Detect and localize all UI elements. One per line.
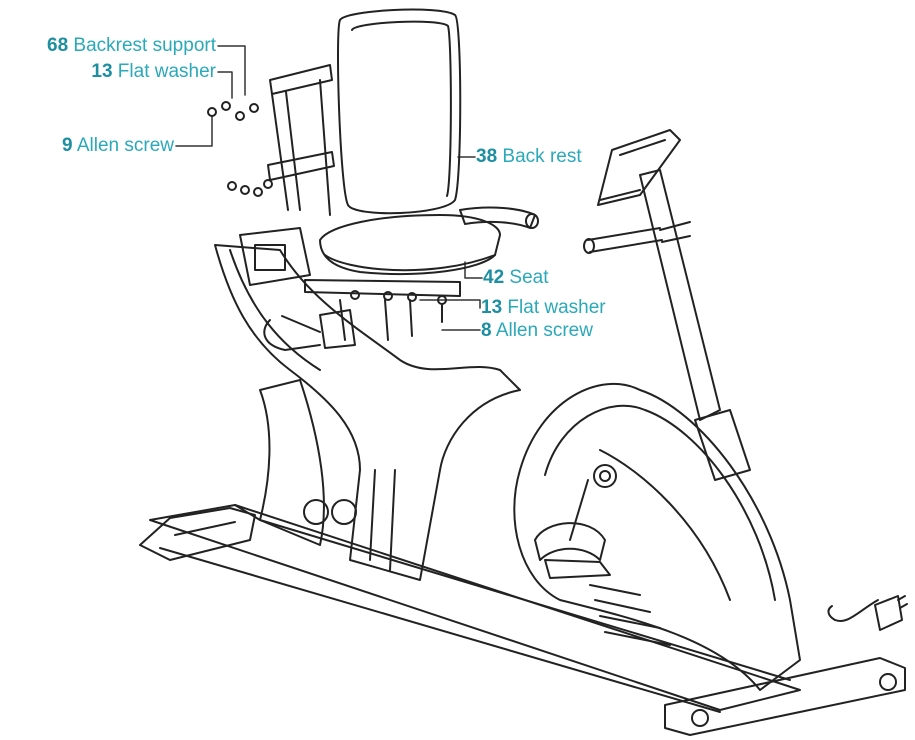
- flywheel-housing: [513, 382, 801, 691]
- front-mast: [583, 129, 751, 481]
- callout-number: 68: [47, 35, 69, 56]
- callout-allen-screw-top: 9 Allen screw: [4, 135, 174, 157]
- pedal: [534, 479, 611, 579]
- callout-number: 9: [62, 135, 73, 156]
- callout-label: Backrest support: [73, 35, 216, 56]
- backrest-assembly: [207, 8, 462, 216]
- leader-flat-washer-seat: [419, 299, 481, 309]
- callout-number: 13: [481, 297, 503, 318]
- callout-allen-screw-seat: 8 Allen screw: [481, 320, 593, 342]
- rear-foot: [139, 507, 256, 561]
- callout-label: Back rest: [502, 146, 582, 167]
- seat-assembly: [239, 206, 539, 351]
- console: [597, 129, 681, 206]
- callout-seat: 42 Seat: [483, 267, 549, 289]
- frame: [139, 244, 906, 736]
- callout-flat-washer-seat: 13 Flat washer: [481, 297, 606, 319]
- callout-label: Allen screw: [495, 320, 593, 341]
- leader-flat-washer-top: [217, 71, 233, 99]
- leader-allen-screw-top: [175, 115, 213, 147]
- callout-number: 13: [91, 61, 113, 82]
- callout-number: 8: [481, 320, 492, 341]
- base-rail: [149, 504, 801, 711]
- callout-label: Flat washer: [507, 297, 606, 318]
- leader-lines: [175, 45, 483, 331]
- callout-backrest-support: 68 Backrest support: [4, 35, 216, 57]
- callout-label: Flat washer: [117, 61, 216, 82]
- power-adapter: [827, 595, 908, 631]
- callout-number: 42: [483, 267, 505, 288]
- leader-backrest-support: [217, 45, 246, 96]
- backrest-support-frame: [269, 64, 333, 95]
- callout-label: Seat: [509, 267, 549, 288]
- main-frame-curve: [214, 244, 521, 581]
- callout-back-rest: 38 Back rest: [476, 146, 582, 168]
- callout-flat-washer-top: 13 Flat washer: [4, 61, 216, 83]
- backrest-cushion: [337, 8, 462, 215]
- seat-cushion: [319, 214, 501, 275]
- callout-number: 38: [476, 146, 498, 167]
- callout-label: Allen screw: [76, 135, 174, 156]
- front-stabilizer: [664, 657, 906, 736]
